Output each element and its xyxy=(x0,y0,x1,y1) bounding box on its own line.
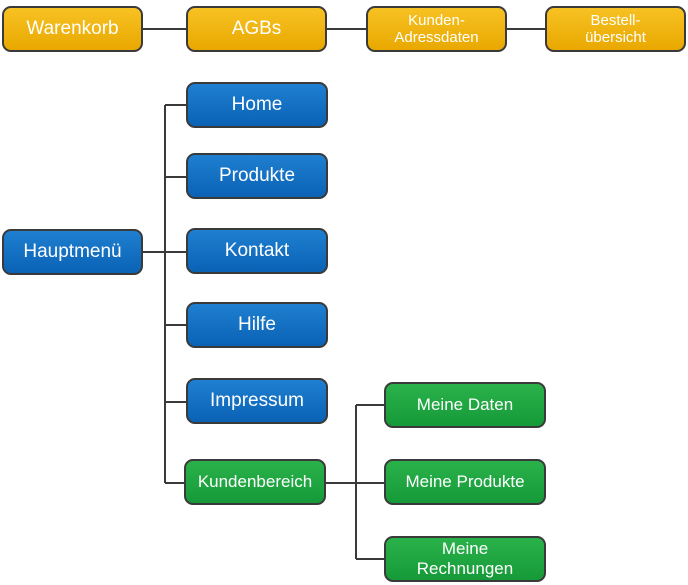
node-agbs[interactable]: AGBs xyxy=(186,6,327,52)
node-produkte[interactable]: Produkte xyxy=(186,153,328,199)
node-hauptmenue[interactable]: Hauptmenü xyxy=(2,229,143,275)
node-meine-rechnungen[interactable]: Meine Rechnungen xyxy=(384,536,546,582)
node-home[interactable]: Home xyxy=(186,82,328,128)
node-kontakt[interactable]: Kontakt xyxy=(186,228,328,274)
node-kundenbereich[interactable]: Kundenbereich xyxy=(184,459,326,505)
node-kunden-adressdaten[interactable]: Kunden- Adressdaten xyxy=(366,6,507,52)
node-meine-daten[interactable]: Meine Daten xyxy=(384,382,546,428)
node-impressum[interactable]: Impressum xyxy=(186,378,328,424)
node-bestelluebersicht[interactable]: Bestell- übersicht xyxy=(545,6,686,52)
node-warenkorb[interactable]: Warenkorb xyxy=(2,6,143,52)
node-hilfe[interactable]: Hilfe xyxy=(186,302,328,348)
node-meine-produkte[interactable]: Meine Produkte xyxy=(384,459,546,505)
